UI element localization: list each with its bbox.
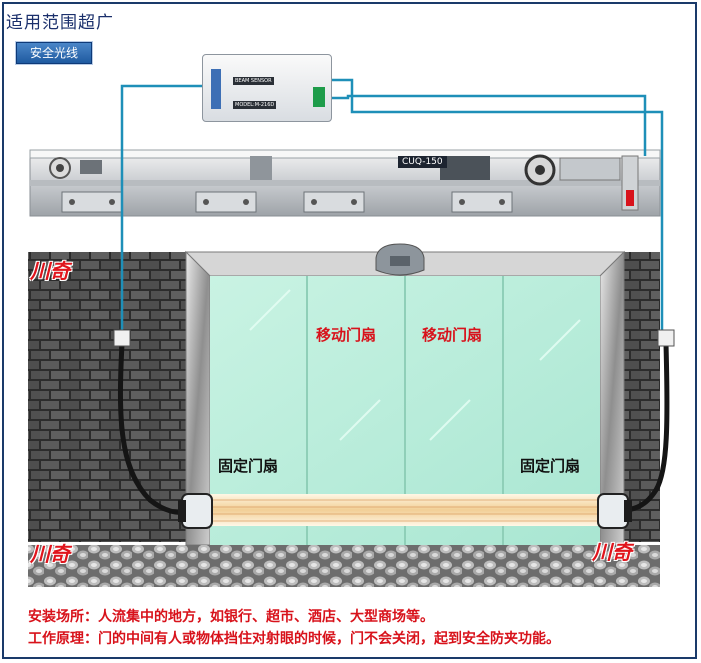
beam-sensor-icon: BEAM SENSOR MODEL:M-216D	[202, 54, 332, 122]
brand-mark: 川奇	[30, 542, 70, 566]
page-title: 适用范围超广	[6, 13, 114, 33]
door-operator-icon	[29, 149, 661, 217]
fixed-leaf-left-label: 固定门扇	[218, 457, 279, 475]
brand-mark: 川奇	[30, 259, 70, 283]
fixed-leaf-right-label: 固定门扇	[520, 457, 581, 475]
cable-connector-left	[113, 329, 131, 347]
terminal-strip-icon	[211, 69, 221, 109]
principle-note: 工作原理：门的中间有人或物体挡住对射眼的时候，门不会关闭，起到安全防夹功能。	[28, 631, 560, 647]
cable-connector-right	[657, 329, 675, 347]
pebble-floor	[28, 545, 660, 587]
brick-wall-left	[28, 252, 188, 542]
safety-beam-badge: 安全光线	[16, 42, 92, 64]
sensor-brand-tag: BEAM SENSOR	[233, 77, 274, 85]
signal-cables	[120, 78, 664, 330]
motion-sensor-icon	[375, 243, 425, 276]
terminal-block-icon	[313, 87, 325, 107]
brand-mark: 川奇	[592, 540, 632, 564]
sliding-leaf-left-label: 移动门扇	[316, 326, 377, 344]
operator-model-label: CUQ-150	[398, 156, 447, 168]
receiver-icon	[597, 493, 632, 529]
sliding-leaf-right-label: 移动门扇	[422, 326, 483, 344]
usage-note: 安装场所：人流集中的地方，如银行、超市、酒店、大型商场等。	[28, 609, 434, 625]
emitter-icon	[178, 493, 213, 529]
sensor-model-tag: MODEL:M-216D	[233, 101, 277, 109]
